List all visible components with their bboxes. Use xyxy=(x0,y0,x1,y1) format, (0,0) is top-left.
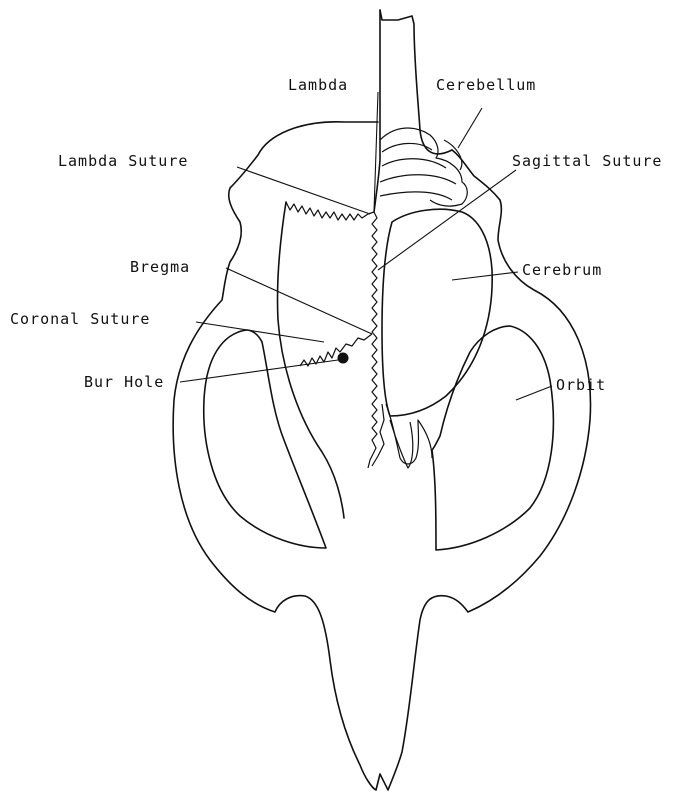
leader-lambda-suture xyxy=(237,167,370,214)
label-bur-hole: Bur Hole xyxy=(84,373,164,391)
leader-cerebrum xyxy=(452,272,518,280)
leader-orbit xyxy=(516,386,552,400)
label-orbit: Orbit xyxy=(556,376,606,394)
bur-hole-dot xyxy=(338,353,349,364)
cerebrum-shape xyxy=(382,209,492,416)
right-orbit xyxy=(432,326,553,550)
leader-bur-hole xyxy=(180,360,338,382)
cerebrum-base xyxy=(386,404,432,464)
leader-sagittal-suture xyxy=(378,170,516,270)
cerebellum-fold-4 xyxy=(380,192,452,200)
cerebellum-fold-2 xyxy=(382,159,446,168)
label-sagittal-suture: Sagittal Suture xyxy=(512,152,662,170)
leader-bregma xyxy=(226,268,372,334)
coronal-suture xyxy=(300,334,372,366)
label-lambda-suture: Lambda Suture xyxy=(58,152,188,170)
label-lambda: Lambda xyxy=(288,76,348,94)
label-cerebrum: Cerebrum xyxy=(522,261,602,279)
left-orbit xyxy=(204,330,326,548)
label-coronal-suture: Coronal Suture xyxy=(10,310,150,328)
leader-cerebellum xyxy=(458,108,482,148)
leader-lines xyxy=(180,92,552,400)
label-cerebellum: Cerebellum xyxy=(436,76,536,94)
sagittal-suture xyxy=(368,212,377,468)
cerebellum-shape xyxy=(380,128,467,206)
label-bregma: Bregma xyxy=(130,258,190,276)
cerebellum-fold-3 xyxy=(380,175,456,184)
skull-outline xyxy=(173,122,590,790)
